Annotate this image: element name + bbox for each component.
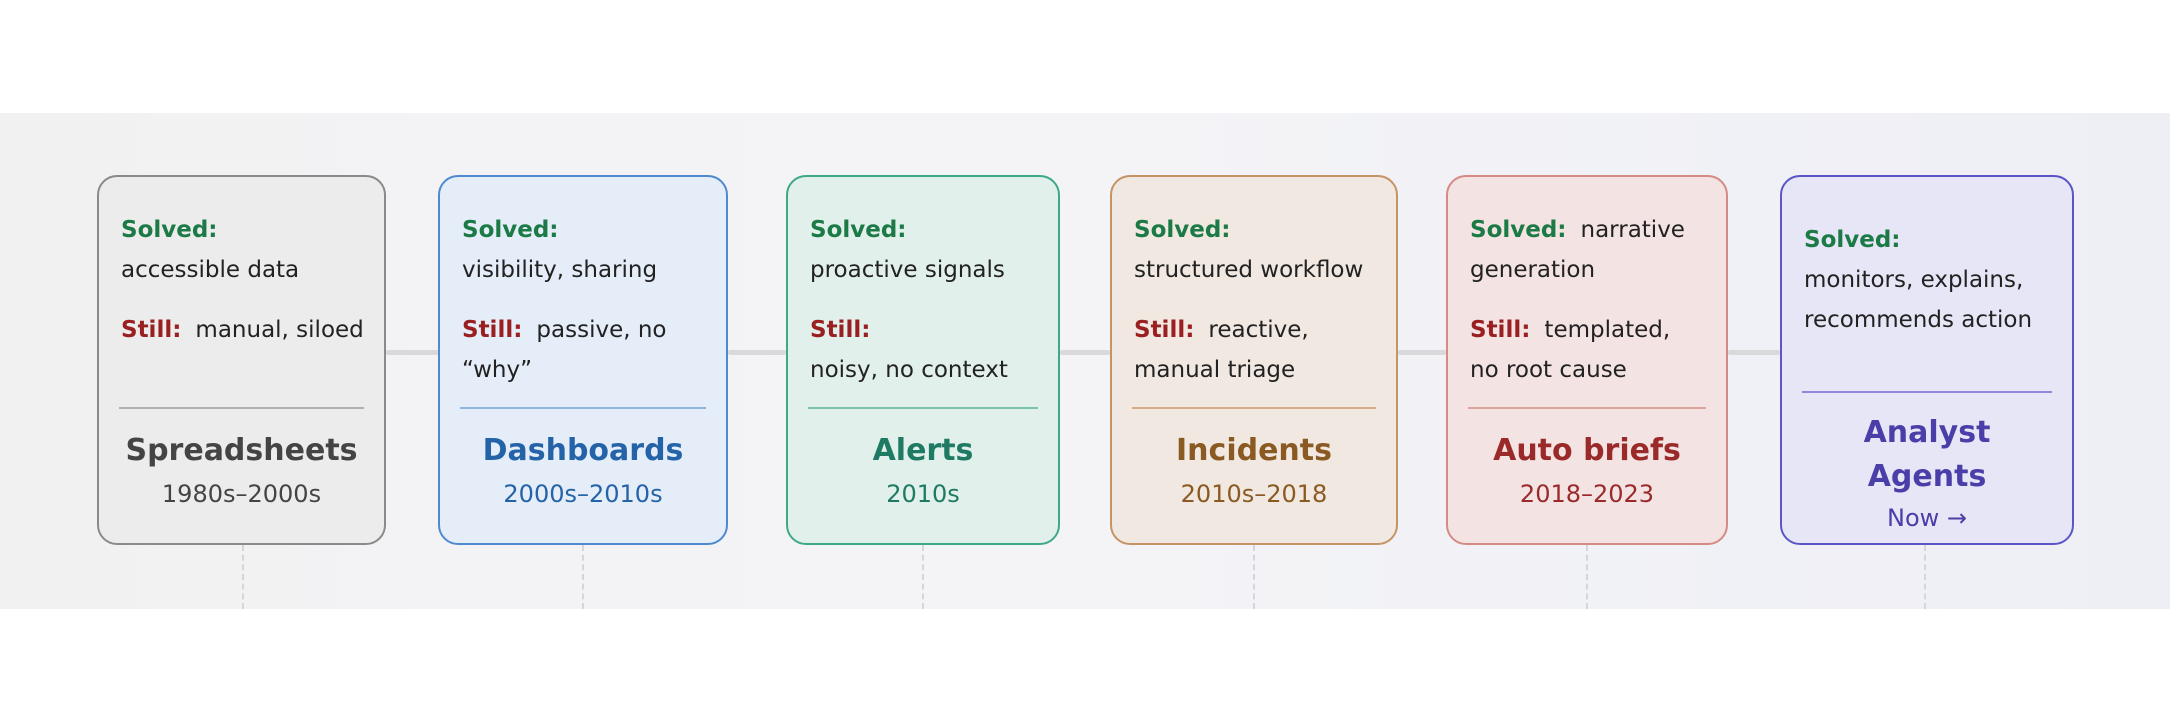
card-divider — [460, 407, 706, 409]
still-label: Still: — [1470, 317, 1531, 343]
solved-label: Solved: — [810, 217, 907, 243]
timeline-tick-4 — [1253, 545, 1255, 609]
stage-years: Now → — [1886, 504, 1967, 532]
solved-label: Solved: — [1470, 217, 1567, 243]
still-label: Still: — [121, 317, 182, 343]
solved-label: Solved: — [1134, 217, 1231, 243]
stage-title: Auto briefs — [1493, 433, 1681, 468]
card-divider — [1802, 391, 2052, 393]
stage-title: Incidents — [1176, 433, 1332, 468]
stage-title: Dashboards — [482, 433, 684, 468]
still-text: manual, siloed — [195, 317, 364, 343]
solved-block: Solved: structured workflow — [1134, 211, 1388, 291]
connector-4 — [1398, 350, 1446, 355]
stage-card-auto-briefs: Solved:narrative generation Still:templa… — [1446, 175, 1728, 545]
stage-card-incidents: Solved: structured workflow Still:reacti… — [1110, 175, 1398, 545]
solved-block: Solved: proactive signals — [810, 211, 1040, 291]
connector-5 — [1728, 350, 1780, 355]
timeline-tick-5 — [1586, 545, 1588, 609]
solved-label: Solved: — [1804, 227, 1901, 253]
still-text: reactive, manual triage — [1134, 317, 1309, 383]
card-divider — [808, 407, 1038, 409]
stage-title: Spreadsheets — [125, 433, 358, 468]
stage-years: 2010s — [886, 480, 960, 508]
solved-text: structured workflow — [1134, 257, 1364, 283]
stage-card-alerts: Solved: proactive signals Still: noisy, … — [786, 175, 1060, 545]
still-block: Still:reactive, manual triage — [1134, 311, 1388, 391]
stage-card-analyst-agents: Solved: monitors, explains, recommends a… — [1780, 175, 2074, 545]
card-divider — [1468, 407, 1706, 409]
solved-text: proactive signals — [810, 257, 1005, 283]
timeline-tick-1 — [242, 545, 244, 609]
timeline-tick-6 — [1924, 545, 1926, 609]
solved-block: Solved: visibility, sharing — [462, 211, 708, 291]
solved-text: narrative generation — [1470, 217, 1685, 283]
solved-block: Solved:narrative generation — [1470, 211, 1706, 291]
still-label: Still: — [810, 317, 871, 343]
card-divider — [1132, 407, 1376, 409]
stage-years: 2010s–2018 — [1180, 480, 1328, 508]
solved-label: Solved: — [121, 217, 218, 243]
stage-card-spreadsheets: Solved: accessible data Still: manual, si… — [97, 175, 386, 545]
still-label: Still: — [1134, 317, 1195, 343]
solved-label: Solved: — [462, 217, 559, 243]
stage-years: 2000s–2010s — [503, 480, 663, 508]
still-text: passive, no “why” — [462, 317, 667, 383]
timeline-tick-2 — [582, 545, 584, 609]
connector-2 — [728, 350, 786, 355]
timeline-tick-3 — [922, 545, 924, 609]
stage-title: Alerts — [872, 433, 974, 468]
still-block: Still:passive, no “why” — [462, 311, 686, 391]
still-block: Still: noisy, no context — [810, 311, 1040, 391]
connector-1 — [386, 350, 440, 355]
connector-3 — [1060, 350, 1110, 355]
solved-text: accessible data — [121, 257, 300, 283]
solved-text: monitors, explains, recommends action — [1804, 267, 2033, 333]
still-block: Still:templated, no root cause — [1470, 311, 1686, 391]
card-divider — [119, 407, 364, 409]
stage-title: Analyst Agents — [1863, 415, 1991, 494]
solved-block: Solved: monitors, explains, recommends a… — [1804, 221, 2058, 341]
stage-years: 2018–2023 — [1519, 480, 1655, 508]
still-text: noisy, no context — [810, 357, 1008, 383]
solved-text: visibility, sharing — [462, 257, 658, 283]
solved-block: Solved: accessible data — [121, 211, 366, 291]
still-block: Still: manual, siloed — [121, 311, 366, 351]
still-text: templated, no root cause — [1470, 317, 1671, 383]
still-label: Still: — [462, 317, 523, 343]
stage-years: 1980s–2000s — [161, 480, 322, 508]
stage-card-dashboards: Solved: visibility, sharing Still:passiv… — [438, 175, 728, 545]
